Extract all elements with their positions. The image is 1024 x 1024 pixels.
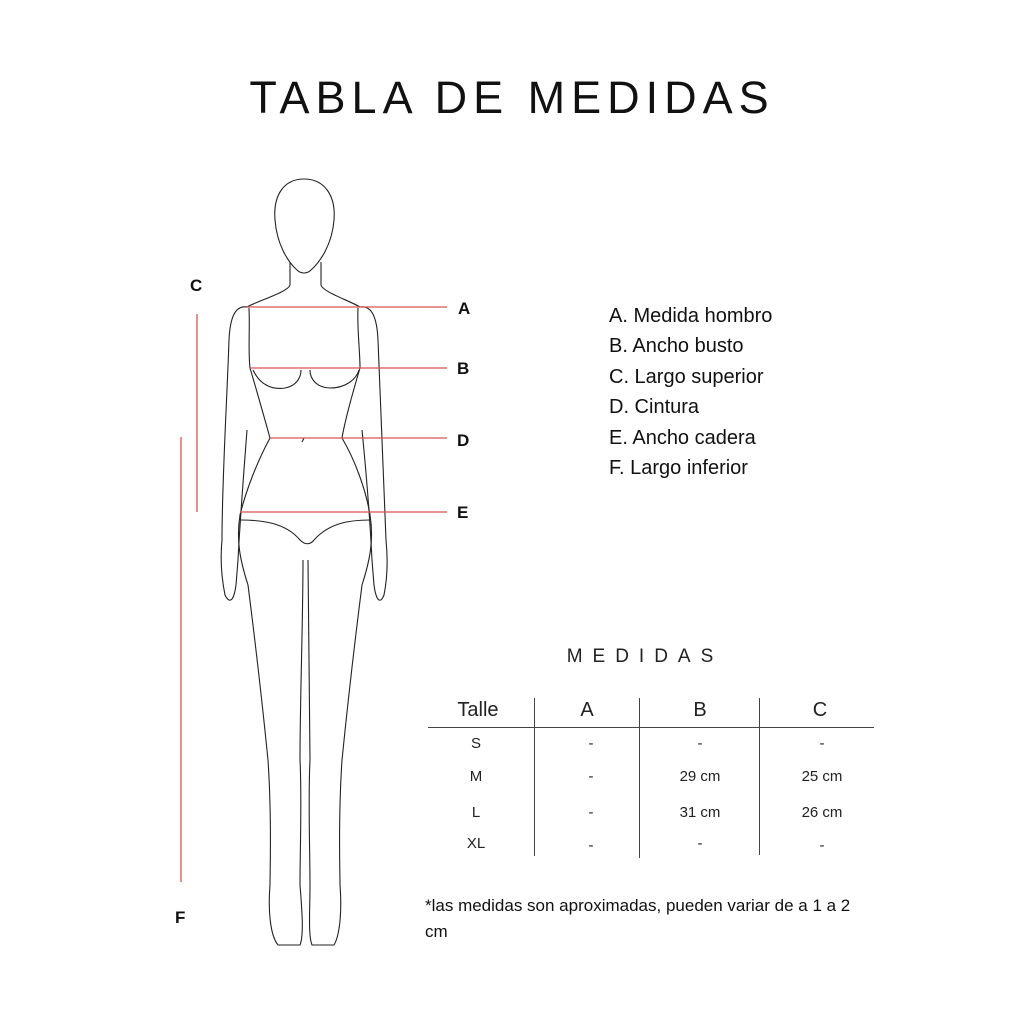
marker-b: B — [457, 359, 470, 378]
marker-c: C — [190, 276, 203, 295]
page-title: TABLA DE MEDIDAS — [249, 72, 775, 123]
row-m-a: - — [588, 768, 594, 785]
row-xl-a: - — [588, 837, 594, 854]
row-xl-talle: XL — [466, 835, 486, 852]
legend-item: B. Ancho busto — [609, 335, 744, 357]
measurement-lines — [180, 306, 447, 882]
header-talle: Talle — [457, 699, 499, 721]
body-figure-diagram — [180, 178, 447, 946]
marker-f: F — [175, 908, 186, 927]
table-title: MEDIDAS — [566, 646, 724, 667]
body-outline — [220, 178, 388, 946]
row-s-b: - — [697, 735, 703, 752]
column-divider — [534, 698, 535, 856]
row-l-c: 26 cm — [801, 804, 843, 821]
marker-a: A — [458, 299, 471, 318]
row-m-b: 29 cm — [679, 768, 721, 785]
row-m-c: 25 cm — [801, 768, 843, 785]
row-xl-c: - — [819, 837, 825, 854]
header-a: A — [580, 699, 594, 721]
legend-item: C. Largo superior — [609, 366, 764, 388]
header-c: C — [812, 699, 828, 721]
row-l-talle: L — [471, 804, 481, 821]
row-s-talle: S — [470, 735, 481, 752]
header-divider — [428, 727, 874, 728]
column-divider — [759, 698, 760, 855]
row-xl-b: - — [697, 835, 703, 852]
marker-e: E — [457, 503, 469, 522]
header-b: B — [693, 699, 707, 721]
row-l-a: - — [588, 804, 594, 821]
row-s-c: - — [819, 735, 825, 752]
column-divider — [639, 698, 640, 858]
row-l-b: 31 cm — [679, 804, 721, 821]
legend-item: F. Largo inferior — [609, 457, 748, 479]
footnote: *las medidas son aproximadas, pueden var… — [425, 896, 851, 941]
legend-item: A. Medida hombro — [609, 305, 773, 327]
row-s-a: - — [588, 735, 594, 752]
row-m-talle: M — [469, 768, 483, 785]
marker-d: D — [457, 431, 470, 450]
legend-item: D. Cintura — [609, 396, 700, 418]
legend-item: E. Ancho cadera — [609, 427, 756, 449]
